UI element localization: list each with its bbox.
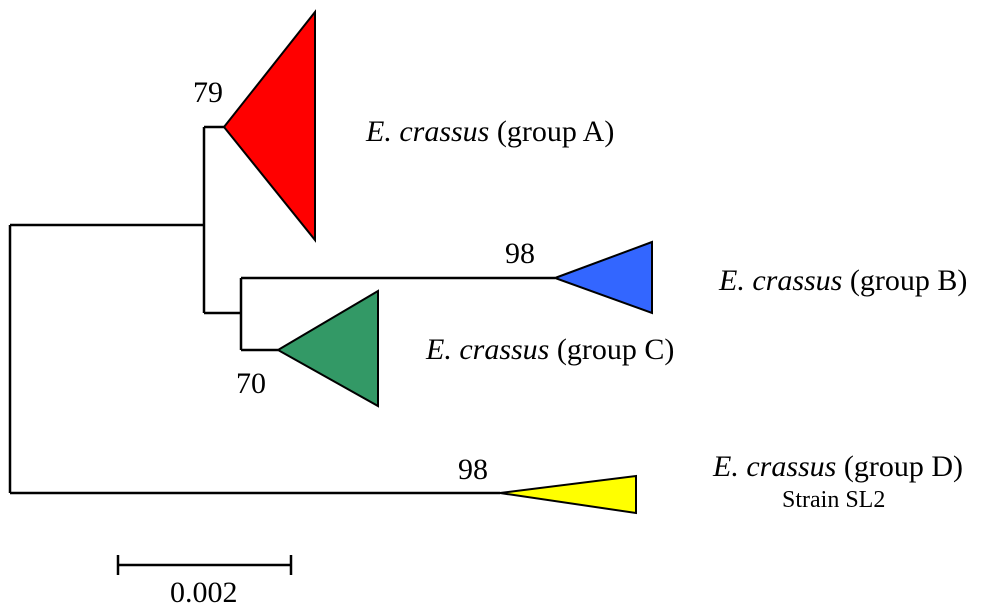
clade-a-triangle: [222, 9, 316, 243]
clade-d-triangle: [499, 474, 637, 515]
scale-bar: [116, 555, 293, 575]
clade-d-strain: Strain SL2: [782, 487, 886, 513]
clade-c-triangle: [275, 289, 379, 408]
collapsed-clades: [222, 9, 653, 515]
clade-b-species: E. crassus: [719, 264, 843, 297]
clade-d-bootstrap: 98: [458, 453, 488, 486]
clade-c-label: E. crassus (group C): [426, 335, 674, 365]
clade-c-species: E. crassus: [426, 333, 550, 366]
clade-b-triangle: [552, 240, 653, 315]
scale-bar-label: 0.002: [170, 576, 238, 609]
clade-d-group: (group D): [843, 450, 963, 483]
branches: [8, 125, 555, 495]
clade-b-bootstrap: 98: [505, 237, 535, 270]
clade-c-group: (group C): [556, 333, 675, 366]
clade-c-bootstrap: 70: [236, 367, 266, 400]
clade-a-group: (group A): [496, 115, 615, 148]
clade-b-group: (group B): [849, 264, 968, 297]
clade-a-label: E. crassus (group A): [366, 117, 614, 147]
clade-d-species: E. crassus: [713, 450, 837, 483]
clade-a-bootstrap: 79: [193, 76, 223, 109]
clade-d-label: E. crassus (group D): [713, 452, 963, 482]
clade-a-species: E. crassus: [366, 115, 490, 148]
clade-b-label: E. crassus (group B): [719, 266, 967, 296]
